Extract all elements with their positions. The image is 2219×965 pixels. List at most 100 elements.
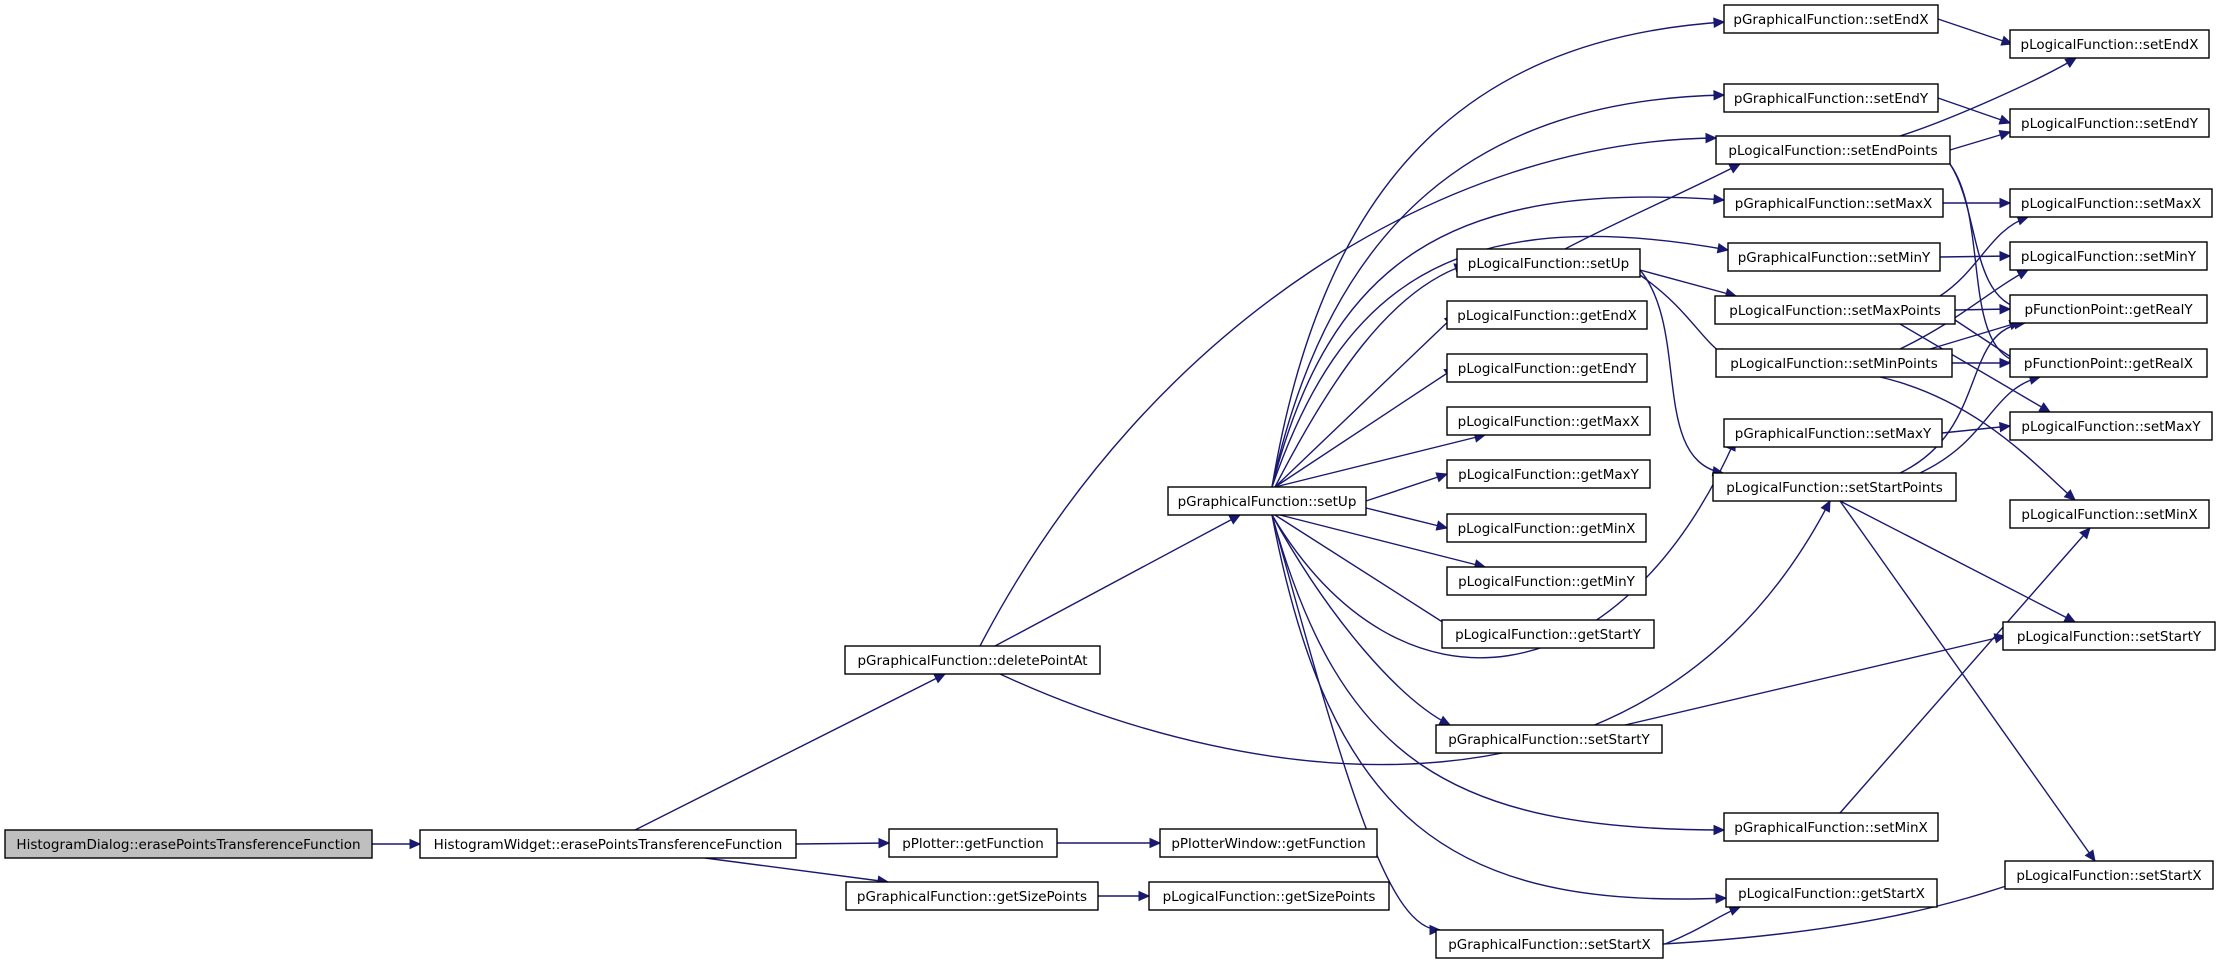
arrowhead-lsmaxp-lsmaxy <box>2038 402 2052 413</box>
node-label-gfssy: pGraphicalFunction::setStartY <box>1448 732 1650 748</box>
node-gsy[interactable]: pLogicalFunction::getStartY <box>1441 619 1655 649</box>
node-lsep[interactable]: pLogicalFunction::setEndPoints <box>1715 135 1951 165</box>
node-gminx[interactable]: pLogicalFunction::getMinX <box>1446 513 1647 543</box>
node-lsmaxx[interactable]: pLogicalFunction::setMaxX <box>2009 188 2213 218</box>
edge-lsminp-to-lsminy <box>1899 269 2029 350</box>
node-box-gfssy <box>1435 724 1663 754</box>
node-label-hw: HistogramWidget::erasePointsTransference… <box>434 837 783 853</box>
node-label-gey: pLogicalFunction::getEndY <box>1458 361 1637 377</box>
edge-lsep-to-fprx <box>1949 163 2022 364</box>
node-gmaxy[interactable]: pLogicalFunction::getMaxY <box>1446 459 1651 489</box>
edge-lssp-to-lssx <box>1839 500 2096 862</box>
edge-del-to-gsu <box>994 514 1241 647</box>
node-box-gfsminy <box>1727 242 1941 272</box>
arrowhead-gfsex-lsex <box>2000 35 2014 46</box>
node-box-hw <box>419 829 797 859</box>
arrowhead-gsu-gfssy <box>1438 715 1452 726</box>
node-gfsminx[interactable]: pGraphicalFunction::setMinX <box>1723 812 1939 842</box>
node-pgf[interactable]: pPlotter::getFunction <box>888 828 1058 858</box>
node-gfssx[interactable]: pGraphicalFunction::setStartX <box>1435 929 1664 959</box>
edge-gsu-to-gfsminy <box>1271 235 1729 488</box>
node-lsex[interactable]: pLogicalFunction::setEndX <box>2009 29 2210 59</box>
node-lssp[interactable]: pLogicalFunction::setStartPoints <box>1712 472 1957 502</box>
edge-hw-to-pgf <box>795 842 890 845</box>
node-lsminp[interactable]: pLogicalFunction::setMinPoints <box>1715 348 1953 378</box>
node-label-lsminx: pLogicalFunction::setMinX <box>2021 507 2197 523</box>
node-label-pwgf: pPlotterWindow::getFunction <box>1171 836 1365 852</box>
node-fprx[interactable]: pFunctionPoint::getRealX <box>2009 348 2208 378</box>
node-label-lsep: pLogicalFunction::setEndPoints <box>1728 143 1937 159</box>
arrowhead-gsu-gminx <box>1435 520 1449 531</box>
node-gex[interactable]: pLogicalFunction::getEndX <box>1446 300 1648 330</box>
node-label-lsmaxp: pLogicalFunction::setMaxPoints <box>1729 303 1941 319</box>
arrowhead-lsu-lsep <box>1728 163 1742 174</box>
edge-lsu-to-lsmaxp <box>1639 269 1737 297</box>
node-box-lssx <box>2004 860 2214 890</box>
edge-gsu-to-gsx <box>1271 514 1727 900</box>
arrowhead-hw-pgf <box>878 837 891 849</box>
edge-hw-to-gsp <box>704 857 889 883</box>
edge-gsu-to-gex <box>1274 314 1456 488</box>
arrowhead-gfsmaxy-lsmaxy <box>1999 421 2012 433</box>
node-lsmaxp[interactable]: pLogicalFunction::setMaxPoints <box>1714 295 1956 325</box>
arrowhead-gsu-gfsmaxx <box>1713 193 1726 205</box>
node-lssy[interactable]: pLogicalFunction::setStartY <box>2002 621 2216 651</box>
node-box-gsx <box>1725 878 1938 908</box>
node-gsp[interactable]: pGraphicalFunction::getSizePoints <box>845 881 1099 911</box>
node-lsminx[interactable]: pLogicalFunction::setMinX <box>2009 499 2210 529</box>
edge-gfsey-to-lsey <box>1937 97 2011 124</box>
node-hw[interactable]: HistogramWidget::erasePointsTransference… <box>419 829 797 859</box>
node-gfsminy[interactable]: pGraphicalFunction::setMinY <box>1727 242 1941 272</box>
arrowhead-gsu-gfsminx <box>1713 824 1726 836</box>
arrowhead-gsu-gfssx <box>1429 924 1442 936</box>
node-label-gsu: pGraphicalFunction::setUp <box>1178 494 1357 510</box>
node-label-gsx: pLogicalFunction::getStartX <box>1738 886 1925 902</box>
node-gsu[interactable]: pGraphicalFunction::setUp <box>1167 486 1367 516</box>
node-lssx[interactable]: pLogicalFunction::setStartX <box>2004 860 2214 890</box>
node-label-lsex: pLogicalFunction::setEndX <box>2021 37 2199 53</box>
node-box-gmaxx <box>1446 406 1651 436</box>
node-root[interactable]: HistogramDialog::erasePointsTransference… <box>4 829 373 859</box>
node-gfsmaxx[interactable]: pGraphicalFunction::setMaxX <box>1723 188 1944 218</box>
node-del[interactable]: pGraphicalFunction::deletePointAt <box>844 645 1101 675</box>
arrowhead-gsp-lgsp <box>1138 890 1151 902</box>
edge-del-to-lssp <box>999 500 1831 766</box>
node-label-lsmaxy: pLogicalFunction::setMaxY <box>2021 419 2201 435</box>
node-label-lsminy: pLogicalFunction::setMinY <box>2021 249 2197 265</box>
node-box-gfssx <box>1435 929 1664 959</box>
node-box-fprx <box>2009 348 2208 378</box>
node-box-gminx <box>1446 513 1647 543</box>
node-label-lssx: pLogicalFunction::setStartX <box>2016 868 2201 884</box>
edge-lsu-to-lssp <box>1639 269 1724 474</box>
node-label-gsy: pLogicalFunction::getStartY <box>1455 627 1642 643</box>
arrowhead-gsu-gsx <box>1715 893 1728 904</box>
node-lgsp[interactable]: pLogicalFunction::getSizePoints <box>1148 881 1390 911</box>
node-gfsmaxy[interactable]: pGraphicalFunction::setMaxY <box>1723 418 1943 448</box>
edge-gfsminy-to-lsminy <box>1939 255 2011 258</box>
edge-gsu-to-gfssx <box>1271 514 1441 931</box>
call-nodes: HistogramDialog::erasePointsTransference… <box>4 4 2216 959</box>
node-lsminy[interactable]: pLogicalFunction::setMinY <box>2009 241 2208 271</box>
node-box-gfsey <box>1723 83 1939 113</box>
node-lsmaxy[interactable]: pLogicalFunction::setMaxY <box>2009 411 2213 441</box>
arrowhead-root-hw <box>409 838 422 850</box>
node-gfsey[interactable]: pGraphicalFunction::setEndY <box>1723 83 1939 113</box>
node-gmaxx[interactable]: pLogicalFunction::getMaxX <box>1446 406 1651 436</box>
node-gminy[interactable]: pLogicalFunction::getMinY <box>1446 566 1647 596</box>
node-label-lsmaxx: pLogicalFunction::setMaxX <box>2021 196 2201 212</box>
node-label-lsey: pLogicalFunction::setEndY <box>2021 116 2199 132</box>
arrowhead-lsminp-fprx <box>1999 357 2012 369</box>
edge-gsu-to-lsu <box>1274 264 1466 488</box>
node-lsey[interactable]: pLogicalFunction::setEndY <box>2009 108 2210 138</box>
node-lsu[interactable]: pLogicalFunction::setUp <box>1456 248 1641 278</box>
node-box-gsy <box>1441 619 1655 649</box>
node-gsx[interactable]: pLogicalFunction::getStartX <box>1725 878 1938 908</box>
node-gfsex[interactable]: pGraphicalFunction::setEndX <box>1723 4 1939 34</box>
edge-gsu-to-gminy <box>1279 514 1486 568</box>
node-gfssy[interactable]: pGraphicalFunction::setStartY <box>1435 724 1663 754</box>
node-box-pgf <box>888 828 1058 858</box>
node-gey[interactable]: pLogicalFunction::getEndY <box>1446 353 1648 383</box>
node-fpry[interactable]: pFunctionPoint::getRealY <box>2009 294 2208 324</box>
node-pwgf[interactable]: pPlotterWindow::getFunction <box>1159 828 1378 858</box>
edge-gfsmaxy-to-lsmaxy <box>1941 425 2011 434</box>
